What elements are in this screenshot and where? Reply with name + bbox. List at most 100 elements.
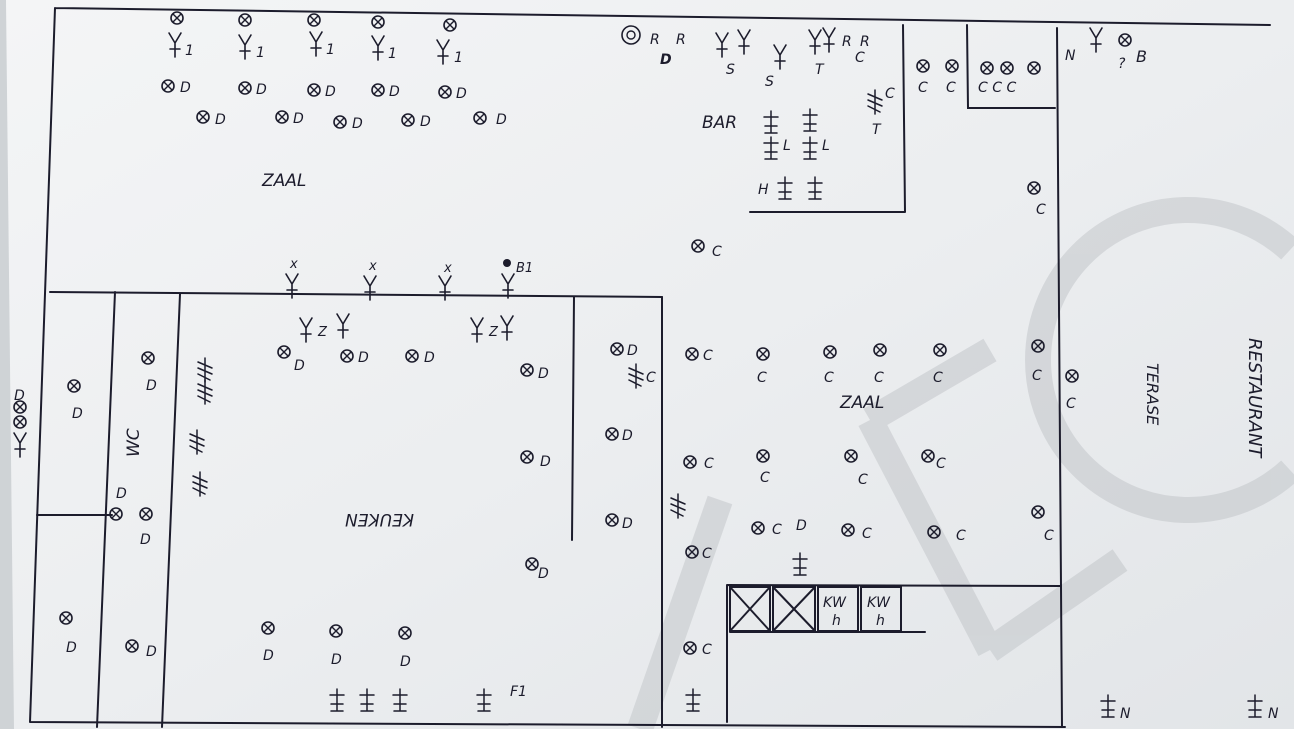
bar-label-c6: C	[712, 244, 722, 260]
fixture-label-z2: Z	[488, 325, 499, 340]
bar-label-ccc: C C C	[978, 80, 1016, 96]
fixture-label-b1: B1	[516, 261, 533, 276]
fixture-label-x3: x	[443, 261, 452, 276]
wc-label-d3: D	[116, 486, 127, 502]
bar-label-d: D	[660, 52, 672, 68]
kitchen-label-f1: F1	[510, 684, 527, 700]
room-label-wc: WC	[124, 428, 144, 457]
bar-label-l1: L	[783, 138, 791, 154]
zaal-label-c4: C	[874, 370, 884, 386]
zaal-label-n2: N	[1268, 706, 1279, 722]
zaal-label-d1: D	[627, 343, 638, 359]
wc-label-d6: D	[146, 644, 157, 660]
bar-wall	[749, 24, 906, 213]
zaal-label-c6: C	[1032, 368, 1042, 384]
kwh-label-top-2: KW	[867, 595, 891, 611]
kwh-label-top-1: KW	[823, 595, 847, 611]
corridor-wall	[726, 584, 1061, 723]
zaal-label-c10: C	[760, 470, 770, 486]
zaal-label-c2: C	[757, 370, 767, 386]
outlet-label-d-4: D	[389, 84, 400, 100]
room-label-keuken: KEUKEN	[345, 509, 414, 529]
zaal-label-d4: D	[796, 518, 807, 534]
zaal-label-c15: C	[956, 528, 966, 544]
zaal-label-c3: C	[824, 370, 834, 386]
zaal-label-c7: C	[1066, 396, 1076, 412]
room-label-bar: BAR	[702, 113, 737, 133]
terrace-wall	[1056, 27, 1063, 728]
kwh-label-bottom-1: h	[832, 613, 841, 629]
bar-label-c3: C	[918, 80, 928, 96]
bar-label-q: ?	[1118, 56, 1126, 72]
zaal-label-c17: C	[702, 546, 712, 562]
zaal-label-c14: C	[862, 526, 872, 542]
wc-wall-2	[161, 293, 181, 728]
kitchen-label-d7: D	[263, 648, 274, 664]
bar-symbols	[621, 25, 1132, 253]
bar-label-t2: T	[872, 122, 882, 138]
room-label-zaal-right: ZAAL	[839, 393, 884, 413]
kwh-label-bottom-2: h	[876, 613, 885, 629]
bar-label-t1: T	[815, 62, 825, 78]
zaal-label-n1: N	[1120, 706, 1131, 722]
bar-label-n: N	[1065, 48, 1076, 64]
outlet-label-d-1: D	[180, 80, 191, 96]
zaal-label-d2: D	[622, 428, 633, 444]
outlet-label-d-9: D	[420, 114, 431, 130]
wc-label-d2: D	[146, 378, 157, 394]
kitchen-label-d3: D	[424, 350, 435, 366]
fixture-row-divider	[285, 259, 515, 343]
wc-label-d7: D	[14, 388, 25, 404]
room-label-restaurant: RESTAURANT	[1244, 338, 1265, 459]
zaal-label-c9: C	[704, 456, 714, 472]
fixture-label-1d: 1	[388, 46, 397, 62]
room-label-terase: TERASE	[1143, 363, 1162, 426]
wc-label-d4: D	[140, 532, 151, 548]
zaal-label-c12: C	[936, 456, 946, 472]
bar-label-s2: S	[765, 74, 774, 90]
bar-label-c2: C	[885, 86, 895, 102]
bar-label-h: H	[758, 182, 769, 198]
wc-wall-1	[96, 291, 116, 728]
bar-label-r2: R	[676, 32, 686, 48]
fixture-label-1a: 1	[185, 43, 194, 59]
kitchen-label-d1: D	[294, 358, 305, 374]
zaal-label-c8: C	[646, 370, 656, 386]
watermark-logo	[627, 197, 1294, 729]
bar-label-l2: L	[822, 138, 830, 154]
zaal-label-c5: C	[933, 370, 943, 386]
kitchen-label-d6: D	[538, 566, 549, 582]
outlet-label-d-6: D	[215, 112, 226, 128]
fixture-label-1e: 1	[454, 50, 463, 66]
zaal-label-c16: C	[1044, 528, 1054, 544]
wc-label-d5: D	[66, 640, 77, 656]
fixture-label-1c: 1	[326, 42, 335, 58]
bar-label-c4: C	[946, 80, 956, 96]
zaal-label-c11: C	[858, 472, 868, 488]
bar-label-c5: C	[1036, 202, 1046, 218]
fixture-label-x1: x	[289, 257, 298, 272]
cabinet-wall	[966, 24, 1056, 109]
divider-wall	[49, 291, 663, 298]
outlet-label-d-7: D	[293, 111, 304, 127]
zaal-label-c13: C	[772, 522, 782, 538]
outlet-label-d-5: D	[456, 86, 467, 102]
outlet-label-d-8: D	[352, 116, 363, 132]
outlet-label-d-2: D	[256, 82, 267, 98]
fixture-label-1b: 1	[256, 45, 265, 61]
fixture-label-x2: x	[368, 259, 377, 274]
bar-label-c1: C	[855, 50, 865, 66]
kitchen-label-d8: D	[331, 652, 342, 668]
kitchen-label-d5: D	[540, 454, 551, 470]
kitchen-label-d4: D	[538, 366, 549, 382]
walls	[29, 7, 1271, 728]
wc-label-d1: D	[72, 406, 83, 422]
kitchen-label-d2: D	[358, 350, 369, 366]
bar-label-b: B	[1136, 47, 1147, 66]
room-label-zaal-top: ZAAL	[261, 171, 306, 191]
outer-wall	[29, 7, 1271, 728]
zaal-label-d3: D	[622, 516, 633, 532]
zaal-label-c1: C	[703, 348, 713, 364]
kitchen-label-d9: D	[400, 654, 411, 670]
